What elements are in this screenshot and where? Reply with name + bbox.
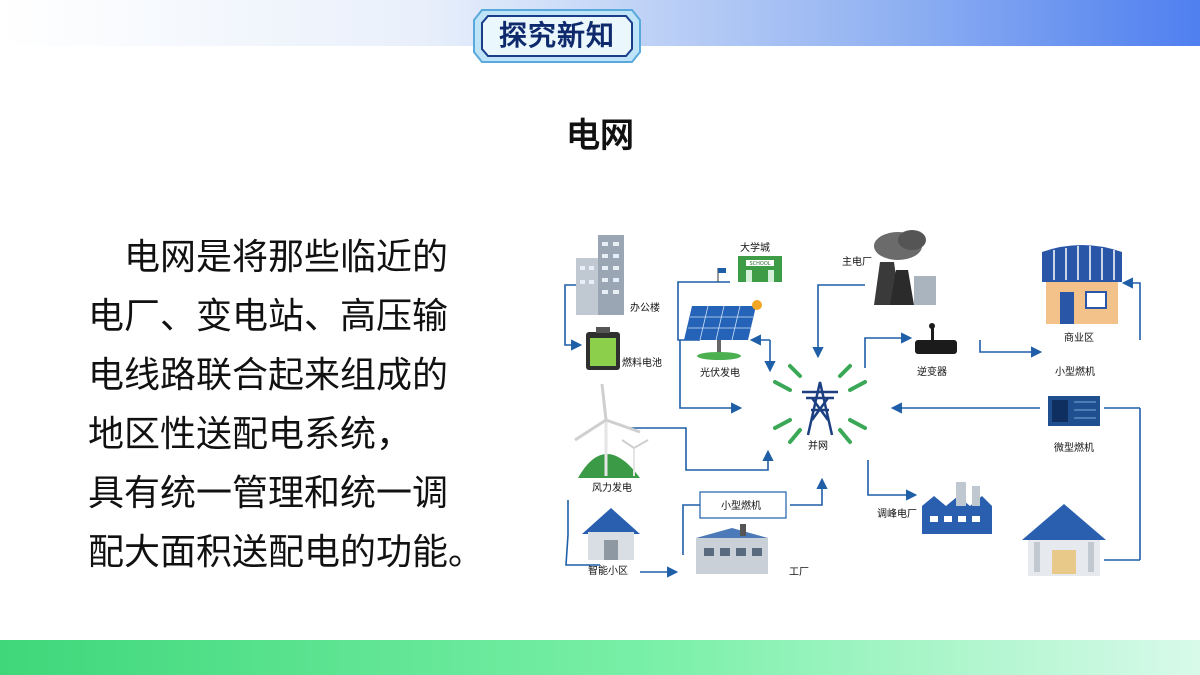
factory-icon — [696, 524, 768, 574]
arrow-inverter-out — [979, 340, 1043, 358]
arrow-factory-up — [682, 504, 700, 555]
public-building-icon — [1022, 504, 1106, 576]
label-factory: 工厂 — [789, 567, 809, 578]
label-solar: 光伏发电 — [700, 366, 740, 379]
label-commercial: 商业区 — [1064, 331, 1094, 344]
label-smart-community: 智能小区 — [588, 564, 628, 577]
footer-band — [0, 640, 1200, 675]
peak-plant-icon — [922, 482, 992, 534]
smart-community-icon — [582, 508, 640, 560]
arrow-wind — [630, 427, 774, 471]
office-building-icon — [576, 235, 624, 315]
fuel-cell-icon — [586, 327, 620, 370]
section-badge-label: 探究新知 — [498, 19, 615, 52]
school-sign: SCHOOL — [749, 261, 770, 267]
description-paragraph: 电网是将那些临近的 电厂、变电站、高压输 电线路联合起来组成的 地区性送配电系统… — [88, 228, 528, 582]
connector-lines — [564, 277, 1141, 578]
label-university: 大学城 — [740, 241, 770, 254]
inverter-icon — [915, 323, 957, 354]
label-small-gen-mid: 小型燃机 — [721, 499, 761, 512]
university-icon: SCHOOL — [717, 256, 782, 282]
label-micro-gen: 微型燃机 — [1054, 441, 1094, 454]
paragraph-line: 电厂、变电站、高压输 — [88, 296, 449, 337]
label-main-plant: 主电厂 — [842, 255, 872, 268]
section-badge — [473, 9, 641, 63]
commercial-building-icon — [1042, 245, 1122, 324]
arrow-smallgen-mid — [790, 477, 828, 506]
micro-turbine-icon — [1048, 396, 1100, 426]
label-office: 办公楼 — [630, 301, 660, 314]
arrow-inverter — [864, 332, 913, 368]
wind-turbine-icon — [574, 383, 649, 478]
label-inverter: 逆变器 — [917, 365, 947, 378]
label-small-gen-right: 小型燃机 — [1055, 365, 1095, 378]
label-grid: 并网 — [808, 439, 828, 452]
solar-panel-icon — [684, 300, 762, 360]
arrow-peakplant — [867, 460, 918, 501]
paragraph-line: 电线路联合起来组成的 — [88, 355, 449, 396]
paragraph-line: 地区性送配电系统， — [88, 414, 413, 455]
node-labels: 办公楼 大学城 主电厂 商业区 燃料电池 光伏发电 逆变器 小型燃机 并网 风力… — [588, 241, 1095, 578]
label-wind: 风力发电 — [592, 481, 632, 494]
paragraph-line: 电网是将那些临近的 — [88, 237, 449, 278]
arrow-smart — [565, 500, 600, 566]
label-fuel-cell: 燃料电池 — [622, 356, 662, 369]
arrow-fuelcell — [679, 340, 743, 414]
paragraph-line: 具有统一管理和统一调 — [88, 473, 449, 514]
arrow-commercial — [1121, 277, 1141, 340]
page-title: 电网 — [566, 116, 634, 156]
label-peak-plant: 调峰电厂 — [877, 507, 917, 520]
paragraph-line: 配大面积送配电的功能。 — [88, 532, 485, 573]
arrow-mainplant — [812, 284, 865, 359]
small-turbine-box — [699, 491, 787, 519]
grid-tower-icon — [773, 364, 867, 444]
main-plant-icon — [874, 230, 936, 305]
